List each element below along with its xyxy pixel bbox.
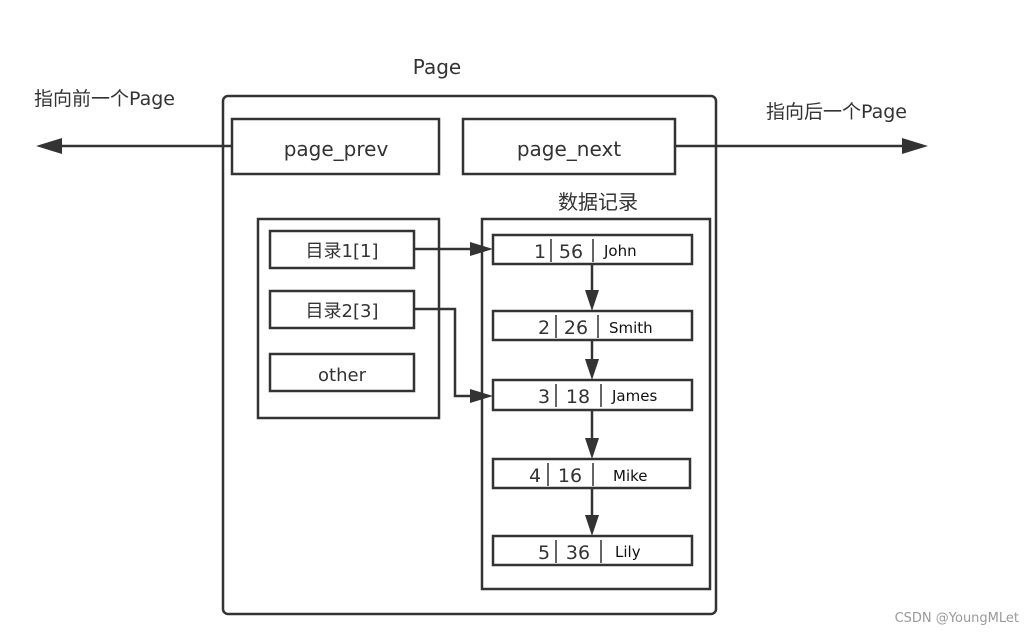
record-4-id: 4 [529, 465, 541, 487]
page-frame [221, 94, 718, 616]
record-link-4-5-arrowhead [585, 515, 599, 536]
directory-2-pointer-line [414, 307, 470, 398]
directory-item-1-box [268, 229, 416, 270]
page-prev-label: page_prev [284, 137, 389, 161]
directory-2-arrowhead [470, 389, 493, 403]
directory-1-arrowhead [470, 242, 493, 256]
page-title: Page [413, 55, 461, 79]
directory-container [256, 217, 441, 420]
record-3-value: 18 [566, 386, 590, 408]
record-1-value: 56 [559, 241, 583, 263]
directory-item-1-label: 目录1[1] [306, 241, 379, 262]
record-4-box [491, 457, 692, 490]
watermark: CSDN @YoungMLet [895, 611, 1019, 626]
record-5-name: Lily [615, 543, 641, 561]
directory-item-other-label: other [318, 365, 367, 386]
records-container [480, 217, 712, 591]
record-row: 4 16 Mike [491, 457, 692, 490]
record-2-name: Smith [609, 319, 653, 337]
record-2-value: 26 [564, 317, 588, 339]
record-1-id: 1 [534, 241, 546, 263]
record-2-box [491, 309, 694, 342]
prev-page-arrowhead [36, 138, 62, 154]
record-link-2-3-arrowhead [585, 359, 599, 380]
next-page-arrowhead [902, 138, 928, 154]
record-2-id: 2 [538, 317, 550, 339]
record-link-3-4-arrowhead [585, 438, 599, 459]
directory-item-3-label: 目录2[3] [306, 301, 379, 322]
next-page-label: 指向后一个Page [766, 101, 907, 123]
record-row: 3 18 James [491, 378, 694, 412]
record-5-box [491, 534, 694, 567]
directory-item-2-box [268, 289, 416, 330]
page-next-label: page_next [517, 137, 621, 161]
record-5-value: 36 [566, 542, 590, 564]
record-5-id: 5 [538, 542, 550, 564]
record-4-value: 16 [558, 465, 582, 487]
page-prev-box [230, 117, 441, 176]
record-row: 1 56 John [491, 233, 694, 266]
record-3-box [491, 378, 694, 412]
directory-item-3-box [268, 352, 416, 393]
record-row: 5 36 Lily [491, 534, 694, 567]
page-next-box [461, 117, 677, 176]
record-row: 2 26 Smith [491, 309, 694, 342]
prev-page-label: 指向前一个Page [34, 88, 175, 110]
record-1-name: John [603, 242, 637, 260]
record-4-name: Mike [613, 467, 648, 485]
records-title: 数据记录 [558, 190, 638, 214]
record-link-1-2-arrowhead [585, 290, 599, 311]
record-3-name: James [611, 387, 657, 405]
record-3-id: 3 [538, 386, 550, 408]
